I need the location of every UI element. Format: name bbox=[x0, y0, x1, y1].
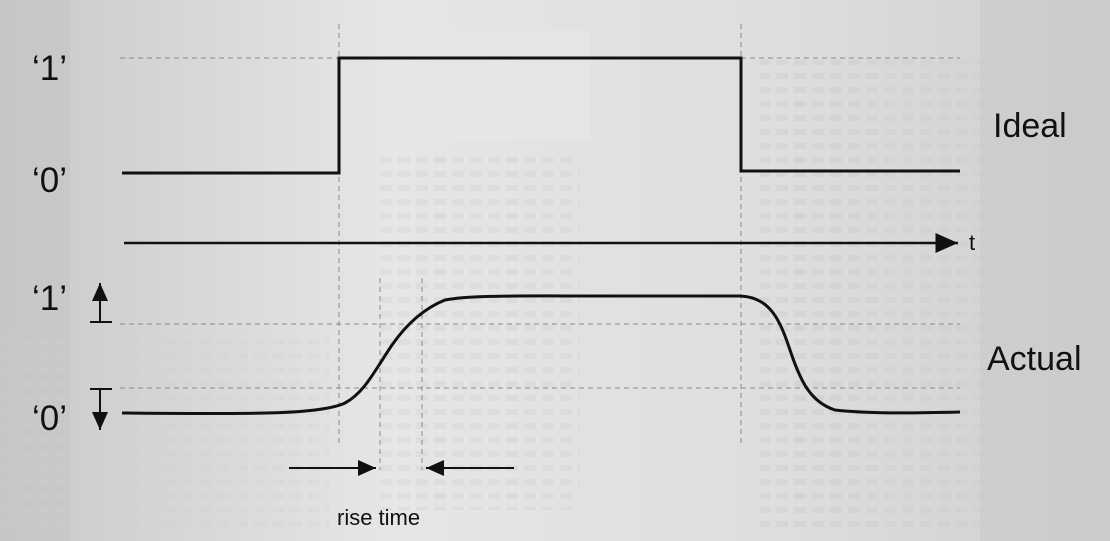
ideal-one-label: ‘1’ bbox=[32, 49, 67, 88]
actual-title: Actual bbox=[987, 340, 1082, 378]
ideal-title: Ideal bbox=[993, 107, 1067, 145]
actual-one-label: ‘1’ bbox=[32, 279, 67, 318]
actual-waveform bbox=[121, 294, 961, 416]
ideal-zero-label: ‘0’ bbox=[32, 161, 67, 200]
time-axis-label: t bbox=[969, 230, 975, 255]
ideal-waveform bbox=[122, 56, 960, 175]
reference-lines bbox=[120, 24, 960, 470]
actual-zero-label: ‘0’ bbox=[32, 399, 67, 438]
rise-time-label: rise time bbox=[337, 505, 420, 530]
